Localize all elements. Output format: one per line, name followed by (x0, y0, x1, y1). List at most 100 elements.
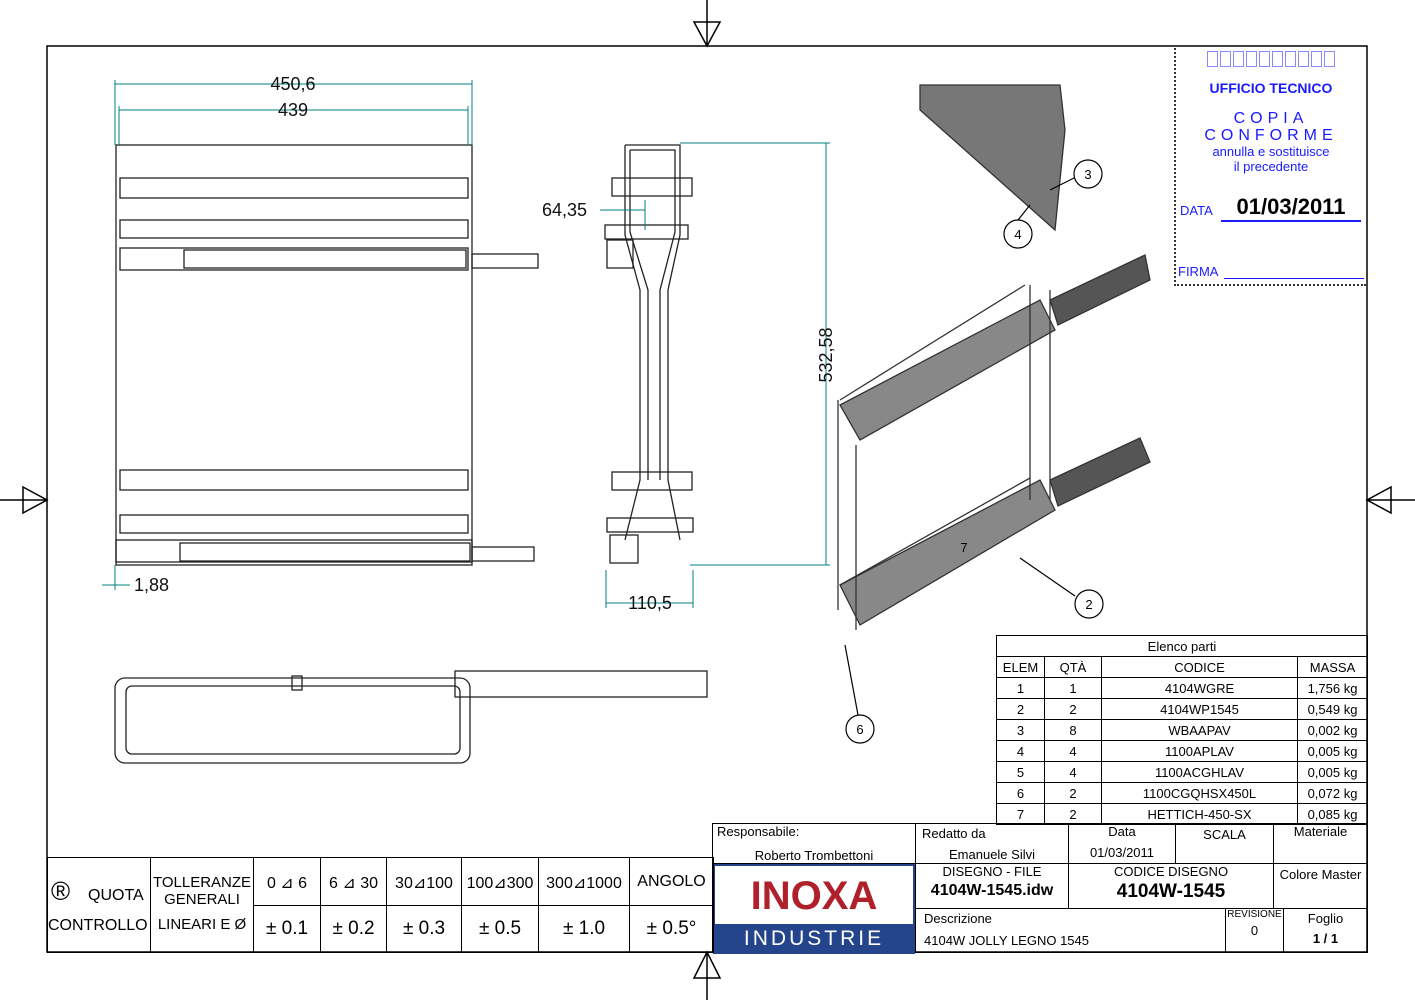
color-master-label: Colore Master (1273, 863, 1368, 909)
parts-cell: 2 (1044, 803, 1102, 825)
inoxa-logo: INOXA INDUSTRIE (712, 863, 916, 954)
parts-cell: 0,005 kg (1297, 761, 1368, 783)
stamp-date-label: DATA (1180, 203, 1213, 218)
date-label: Data (1108, 824, 1136, 839)
stamp-sign-line (1224, 278, 1364, 279)
parts-cell: 1 (996, 677, 1045, 699)
stamp-placeholder-glyphs (1176, 51, 1366, 72)
stamp-conforme: CONFORME (1204, 127, 1338, 144)
stamp-copy: COPIA (1233, 110, 1309, 127)
tolerance-range: 100⊿300 (461, 857, 539, 906)
scale-label: SCALA (1175, 823, 1274, 864)
parts-cell: 4104WP1545 (1101, 698, 1298, 720)
responsible-name: Roberto Trombettoni (754, 848, 874, 863)
parts-cell: HETTICH-450-SX (1101, 803, 1298, 825)
revision-value: 0 (1250, 923, 1259, 938)
tolerance-range: 0 ⊿ 6 (253, 857, 321, 906)
description-value: 4104W JOLLY LEGNO 1545 (924, 933, 1090, 948)
stamp-date: 01/03/2011 (1221, 194, 1361, 222)
date-value: 01/03/2011 (1089, 845, 1155, 860)
file-cell: DISEGNO - FILE 4104W-1545.idw (915, 863, 1069, 909)
balloon-7: 7 (960, 540, 967, 555)
parts-cell: 4 (1044, 761, 1102, 783)
dim-offset: 64,35 (542, 200, 587, 220)
sheet-label: Foglio (1307, 911, 1344, 926)
drawing-code-cell: CODICE DISEGNO 4104W-1545 (1068, 863, 1274, 909)
drawn-by-name: Emanuele Silvi (949, 847, 1035, 862)
generali-label: GENERALI (164, 891, 240, 908)
side-view (604, 144, 694, 564)
stamp-note: annulla e sostituisce (1212, 144, 1330, 159)
parts-cell: 2 (1044, 782, 1102, 804)
parts-cell: 5 (996, 761, 1045, 783)
parts-cell: 2 (996, 698, 1045, 720)
parts-cell: 4 (996, 740, 1045, 762)
parts-cell: 4 (1044, 740, 1102, 762)
controllo-label: CONTROLLO (48, 917, 148, 934)
parts-cell: 7 (996, 803, 1045, 825)
col-mass: MASSA (1297, 656, 1368, 678)
responsible-label: Responsabile: (717, 824, 800, 839)
dim-depth: 110,5 (628, 593, 672, 613)
drawn-by-cell: Redatto da Emanuele Silvi (915, 823, 1069, 864)
logo-industrie: INDUSTRIE (713, 924, 915, 954)
stamp-note-2: il precedente (1233, 159, 1309, 174)
tolerances-label: TOLLERANZE (152, 874, 252, 891)
parts-cell: 1100ACGHLAV (1101, 761, 1298, 783)
tolerance-value: ± 0.1 (253, 905, 321, 953)
file-label: DISEGNO - FILE (942, 864, 1042, 879)
control-cell: ® QUOTA CONTROLLO (47, 857, 151, 953)
parts-cell: 4104WGRE (1101, 677, 1298, 699)
col-elem: ELEM (996, 656, 1045, 678)
tolerance-value: ± 0.5° (629, 905, 714, 953)
balloon-2: 2 (1085, 597, 1092, 612)
drawn-by-label: Redatto da (922, 826, 986, 841)
parts-cell: 2 (1044, 698, 1102, 720)
parts-cell: 0,005 kg (1297, 740, 1368, 762)
stamp-office: UFFICIO TECNICO (1209, 80, 1333, 96)
tolerance-value: ± 0.5 (461, 905, 539, 953)
code-value: 4104W-1545 (1116, 881, 1226, 902)
linear-label: LINEARI E Ø (157, 916, 247, 933)
parts-cell: 0,085 kg (1297, 803, 1368, 825)
dim-height: 532,58 (816, 327, 836, 382)
parts-cell: 0,549 kg (1297, 698, 1368, 720)
parts-cell: WBAAPAV (1101, 719, 1298, 741)
file-value: 4104W-1545.idw (930, 882, 1054, 899)
parts-cell: 1100CGQHSX450L (1101, 782, 1298, 804)
isometric-view (837, 84, 1151, 630)
revision-cell: REVISIONE 0 (1225, 908, 1284, 953)
parts-cell: 3 (996, 719, 1045, 741)
balloon-4: 4 (1014, 227, 1021, 242)
parts-cell: 1 (1044, 677, 1102, 699)
parts-cell: 0,072 kg (1297, 782, 1368, 804)
approval-stamp: UFFICIO TECNICO COPIA CONFORME annulla e… (1174, 48, 1366, 286)
sheet-cell: Foglio 1 / 1 (1283, 908, 1368, 953)
registered-icon: ® (51, 876, 71, 906)
date-cell: Data 01/03/2011 (1068, 823, 1176, 864)
dim-width-outer: 450,6 (270, 74, 315, 94)
sheet-value: 1 / 1 (1312, 931, 1339, 946)
logo-inoxa: INOXA (713, 864, 915, 924)
col-qty: QTÀ (1044, 656, 1102, 678)
code-label: CODICE DISEGNO (1113, 864, 1229, 879)
dim-width-inner: 439 (278, 100, 308, 120)
balloon-6: 6 (856, 722, 863, 737)
tolerance-range: ANGOLO (629, 857, 714, 906)
description-label: Descrizione (924, 911, 992, 926)
balloon-3: 3 (1084, 167, 1091, 182)
top-view (114, 670, 708, 764)
responsible-cell: Responsabile: Roberto Trombettoni (712, 823, 916, 864)
material-label: Materiale (1273, 823, 1368, 864)
parts-cell: 8 (1044, 719, 1102, 741)
parts-cell: 1,756 kg (1297, 677, 1368, 699)
parts-cell: 1100APLAV (1101, 740, 1298, 762)
